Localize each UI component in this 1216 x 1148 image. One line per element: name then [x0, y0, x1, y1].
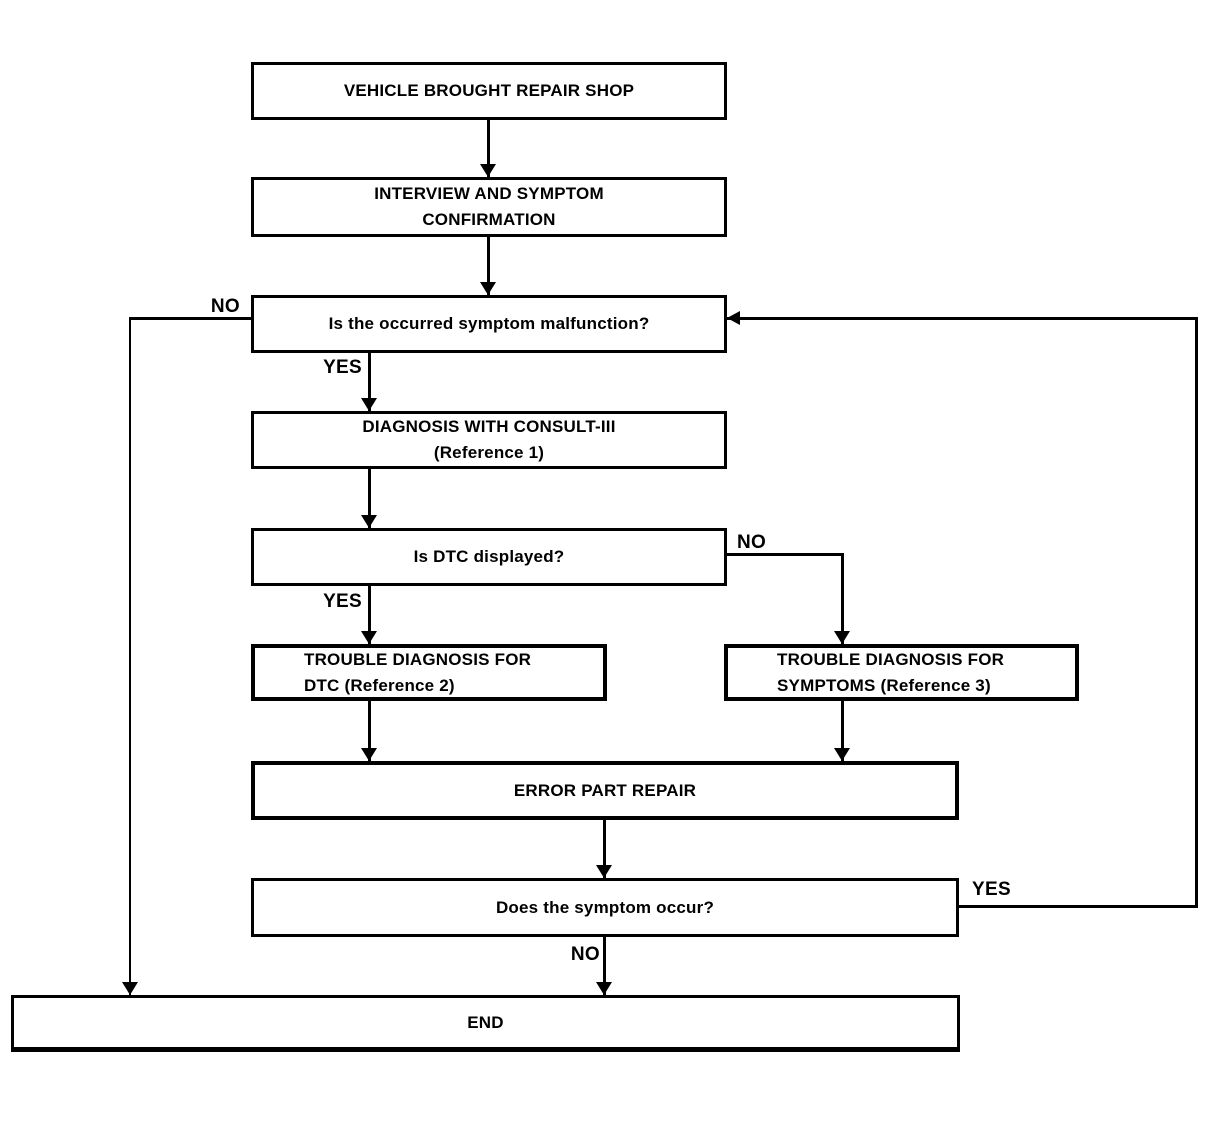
connector-interview-to-malfunction-check — [487, 237, 490, 295]
connector-dtc-diagnosis-to-repair — [368, 701, 371, 761]
arrowhead-down-icon — [480, 282, 496, 295]
connector-start-to-interview — [487, 120, 490, 177]
arrowhead-down-icon — [834, 748, 850, 761]
arrowhead-down-icon — [596, 865, 612, 878]
connector-no-to-end-horizontal — [129, 317, 252, 320]
node-trouble-diagnosis-for-dtc: TROUBLE DIAGNOSIS FOR DTC (Reference 2) — [251, 644, 607, 701]
connector-yes-loop-right — [1195, 317, 1198, 908]
arrowhead-down-icon — [361, 398, 377, 411]
arrowhead-down-icon — [480, 164, 496, 177]
connector-no-to-symptom-diagnosis-vertical — [841, 553, 844, 644]
arrowhead-left-icon — [727, 311, 740, 325]
arrowhead-down-icon — [596, 982, 612, 995]
node-end: END — [11, 995, 960, 1052]
arrowhead-down-icon — [361, 748, 377, 761]
edge-label-no-dtc: NO — [737, 532, 767, 553]
connector-consult-to-dtc-check — [368, 469, 371, 529]
node-interview-and-symptom-confirmation: INTERVIEW AND SYMPTOM CONFIRMATION — [251, 177, 727, 237]
connector-repair-to-occur-check — [603, 820, 606, 878]
connector-yes-to-consult — [368, 353, 371, 411]
edge-label-no-malfunction: NO — [210, 296, 240, 317]
node-diagnosis-with-consult-iii: DIAGNOSIS WITH CONSULT-III (Reference 1) — [251, 411, 727, 469]
connector-symptom-diagnosis-to-repair — [841, 701, 844, 761]
edge-label-yes-occur: YES — [972, 879, 1011, 900]
node-error-part-repair: ERROR PART REPAIR — [251, 761, 959, 820]
connector-no-to-symptom-diagnosis-horizontal — [727, 553, 844, 556]
arrowhead-down-icon — [361, 515, 377, 528]
node-symptom-malfunction-decision: Is the occurred symptom malfunction? — [251, 295, 727, 353]
connector-no-to-end-vertical — [129, 317, 131, 995]
arrowhead-down-icon — [834, 631, 850, 644]
node-trouble-diagnosis-for-symptoms: TROUBLE DIAGNOSIS FOR SYMPTOMS (Referenc… — [724, 644, 1079, 701]
edge-label-no-occur: NO — [570, 944, 600, 965]
connector-yes-loop-top — [727, 317, 1198, 320]
arrowhead-down-icon — [122, 982, 138, 995]
edge-label-yes-malfunction: YES — [323, 357, 362, 378]
arrowhead-down-icon — [361, 631, 377, 644]
connector-yes-loop-bottom — [959, 905, 1198, 908]
edge-label-yes-dtc: YES — [323, 591, 362, 612]
node-symptom-occur-decision: Does the symptom occur? — [251, 878, 959, 937]
connector-no-to-end — [603, 937, 606, 995]
node-vehicle-brought-repair-shop: VEHICLE BROUGHT REPAIR SHOP — [251, 62, 727, 120]
connector-yes-to-dtc-diagnosis — [368, 586, 371, 644]
node-dtc-displayed-decision: Is DTC displayed? — [251, 528, 727, 586]
